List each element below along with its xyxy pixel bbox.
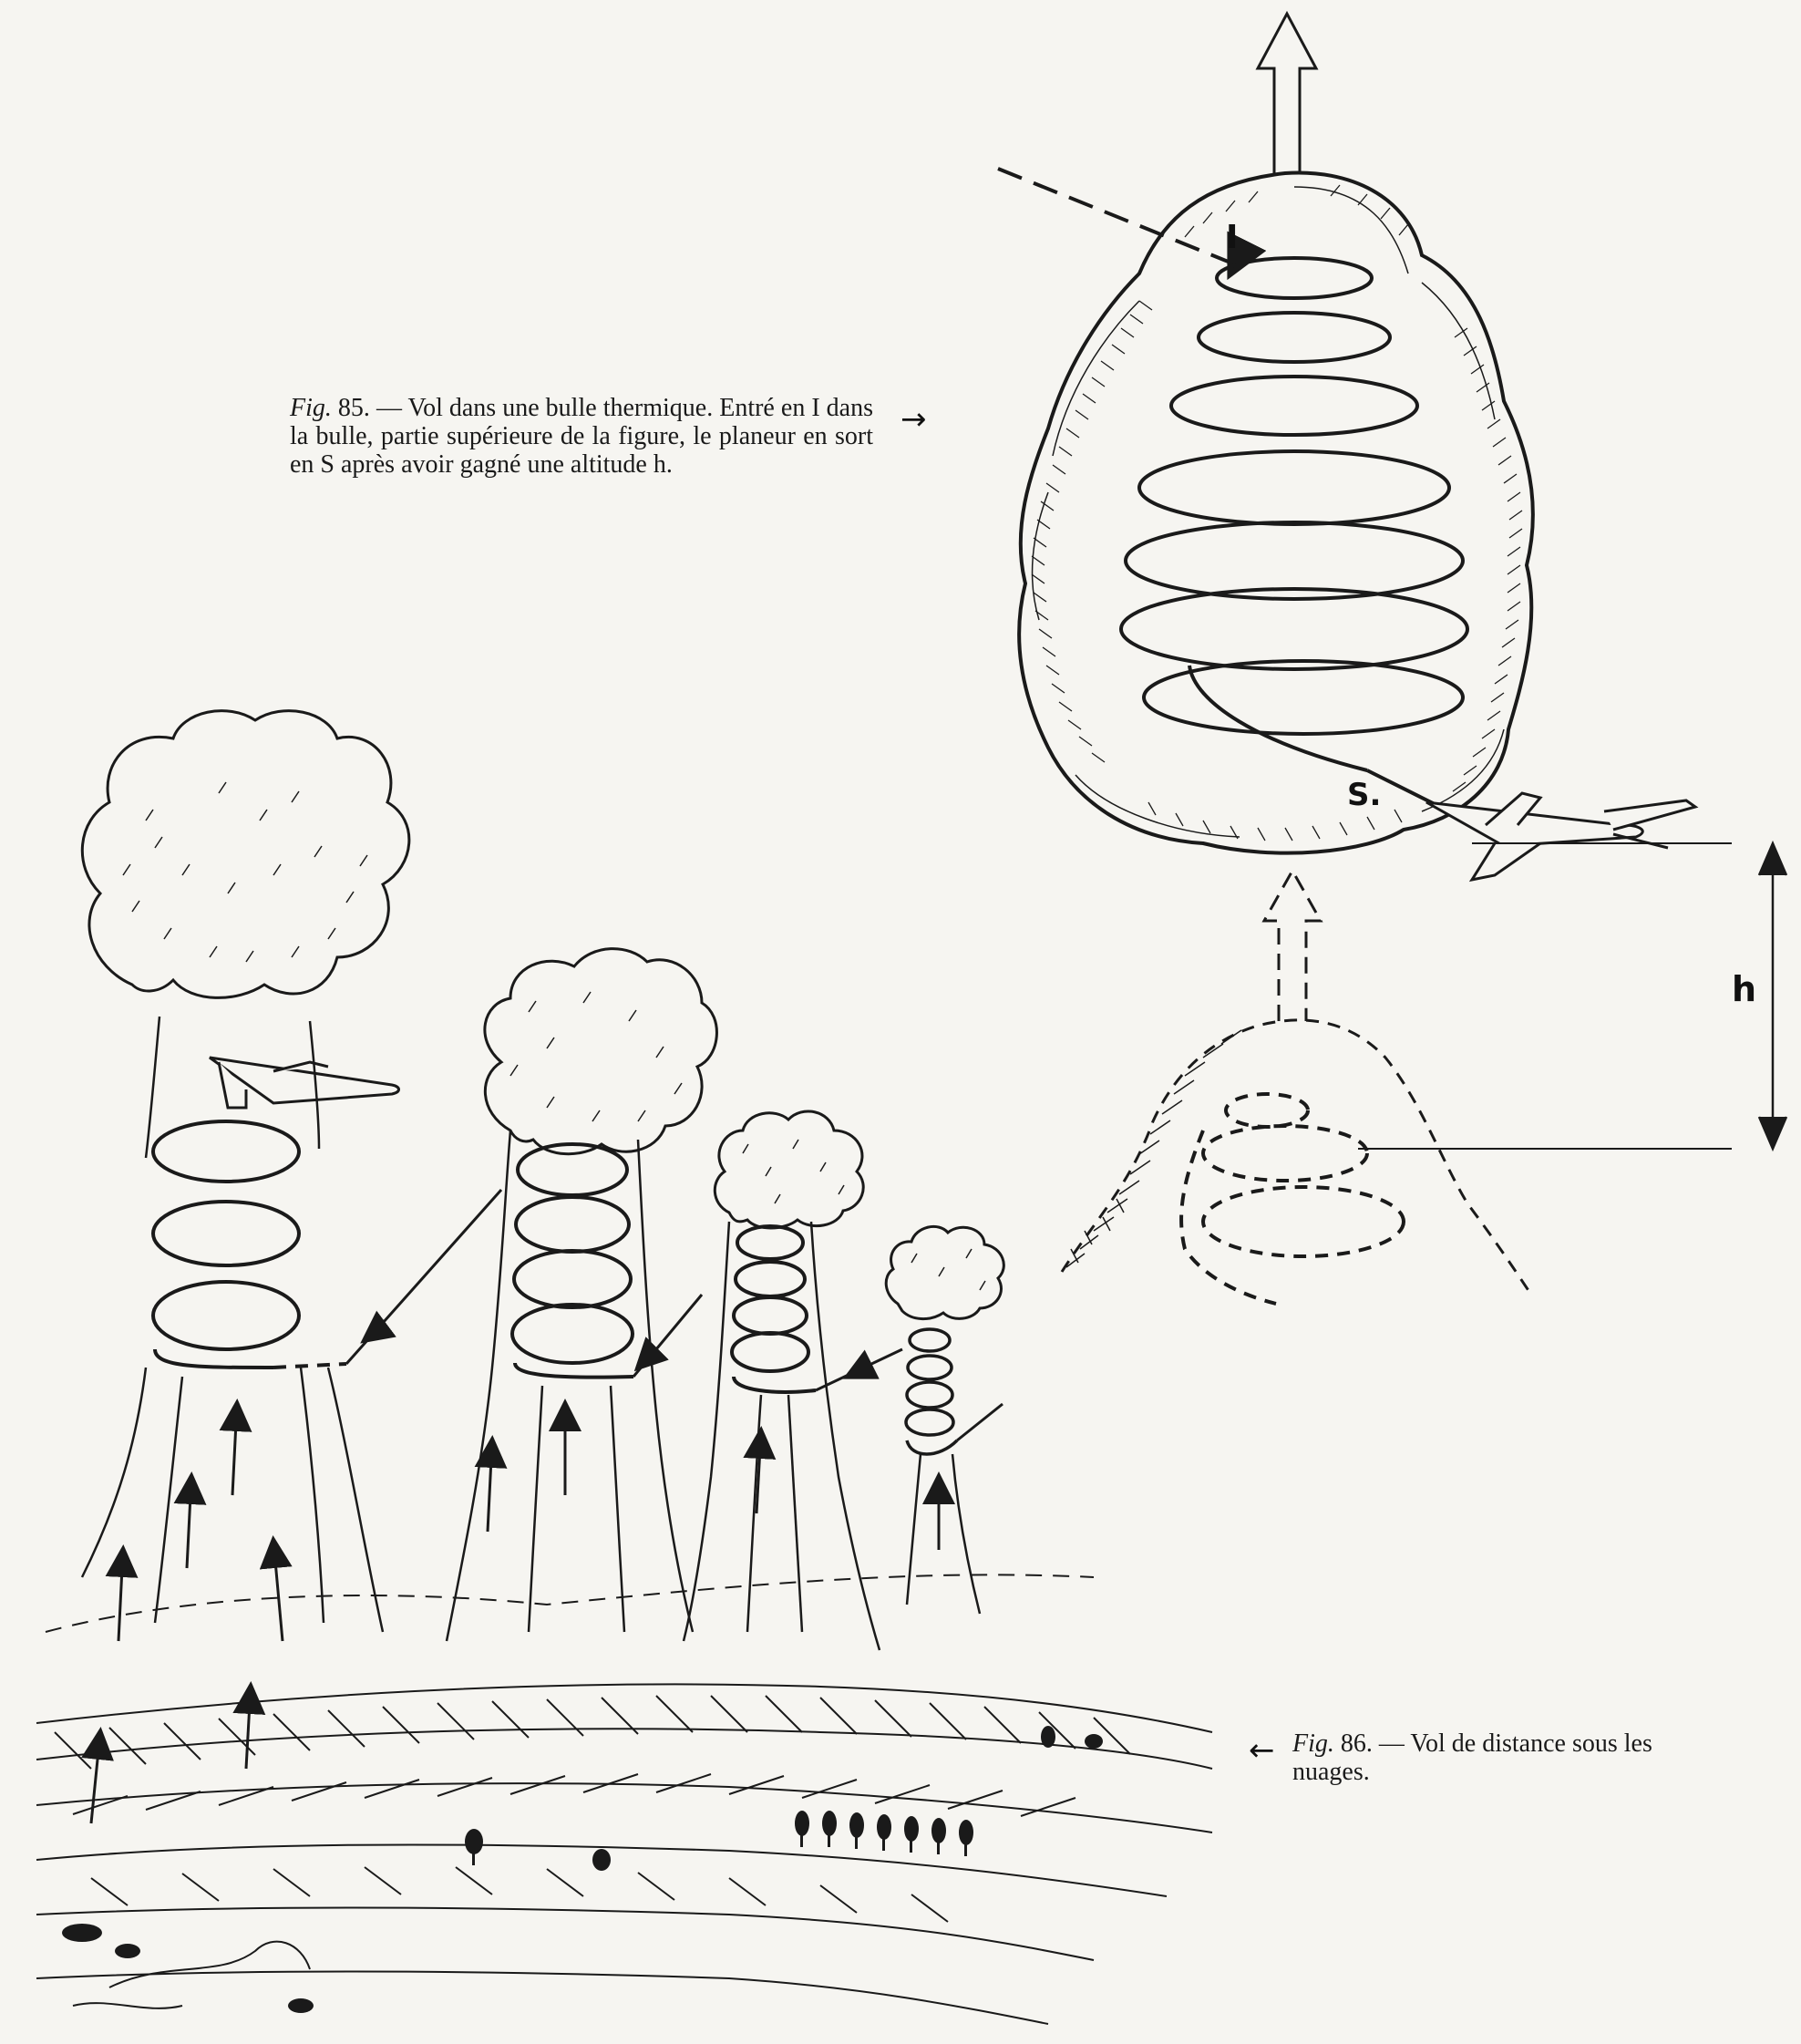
exit-point-label: S.	[1347, 777, 1381, 813]
bubble-rise-arrow-icon	[1255, 10, 1319, 178]
cloud-3	[713, 1110, 865, 1230]
entry-point-label: I	[1226, 219, 1238, 256]
height-label: h	[1732, 969, 1756, 1009]
glider-1-icon	[209, 1056, 400, 1110]
glider-exit-icon	[1425, 791, 1699, 883]
figure85-caption-prefix: Fig.	[290, 394, 332, 422]
entry-path	[997, 167, 1236, 266]
figure86-drawing	[36, 709, 1213, 2025]
cloud-4	[884, 1224, 1005, 1320]
cloud-2	[483, 947, 718, 1156]
figure85-caption: Fig. 85. — Vol dans une bulle thermique.…	[290, 394, 873, 479]
figure85-caption-number: 85.	[337, 394, 370, 422]
figure86-caption: Fig. 86. — Vol de distance sous les nuag…	[1292, 1729, 1712, 1786]
thermal-bubble	[1017, 170, 1535, 855]
cloud-1	[80, 709, 411, 999]
figure85-pointer-arrow-icon: →	[900, 401, 927, 438]
bubble-origin-arrow-icon	[1261, 867, 1323, 1021]
hill	[1060, 1018, 1533, 1296]
figure86-caption-text: — Vol de distance sous les nuages.	[1292, 1729, 1652, 1786]
figure86-pointer-arrow-icon: ←	[1249, 1732, 1275, 1769]
figure85-drawing	[997, 10, 1788, 1306]
trees	[62, 1726, 1103, 2013]
landscape	[36, 1683, 1213, 2025]
figure86-caption-number: 86.	[1340, 1729, 1373, 1758]
figure86-caption-prefix: Fig.	[1292, 1729, 1334, 1758]
figure85-caption-text: — Vol dans une bulle thermique. Entré en…	[290, 394, 874, 479]
